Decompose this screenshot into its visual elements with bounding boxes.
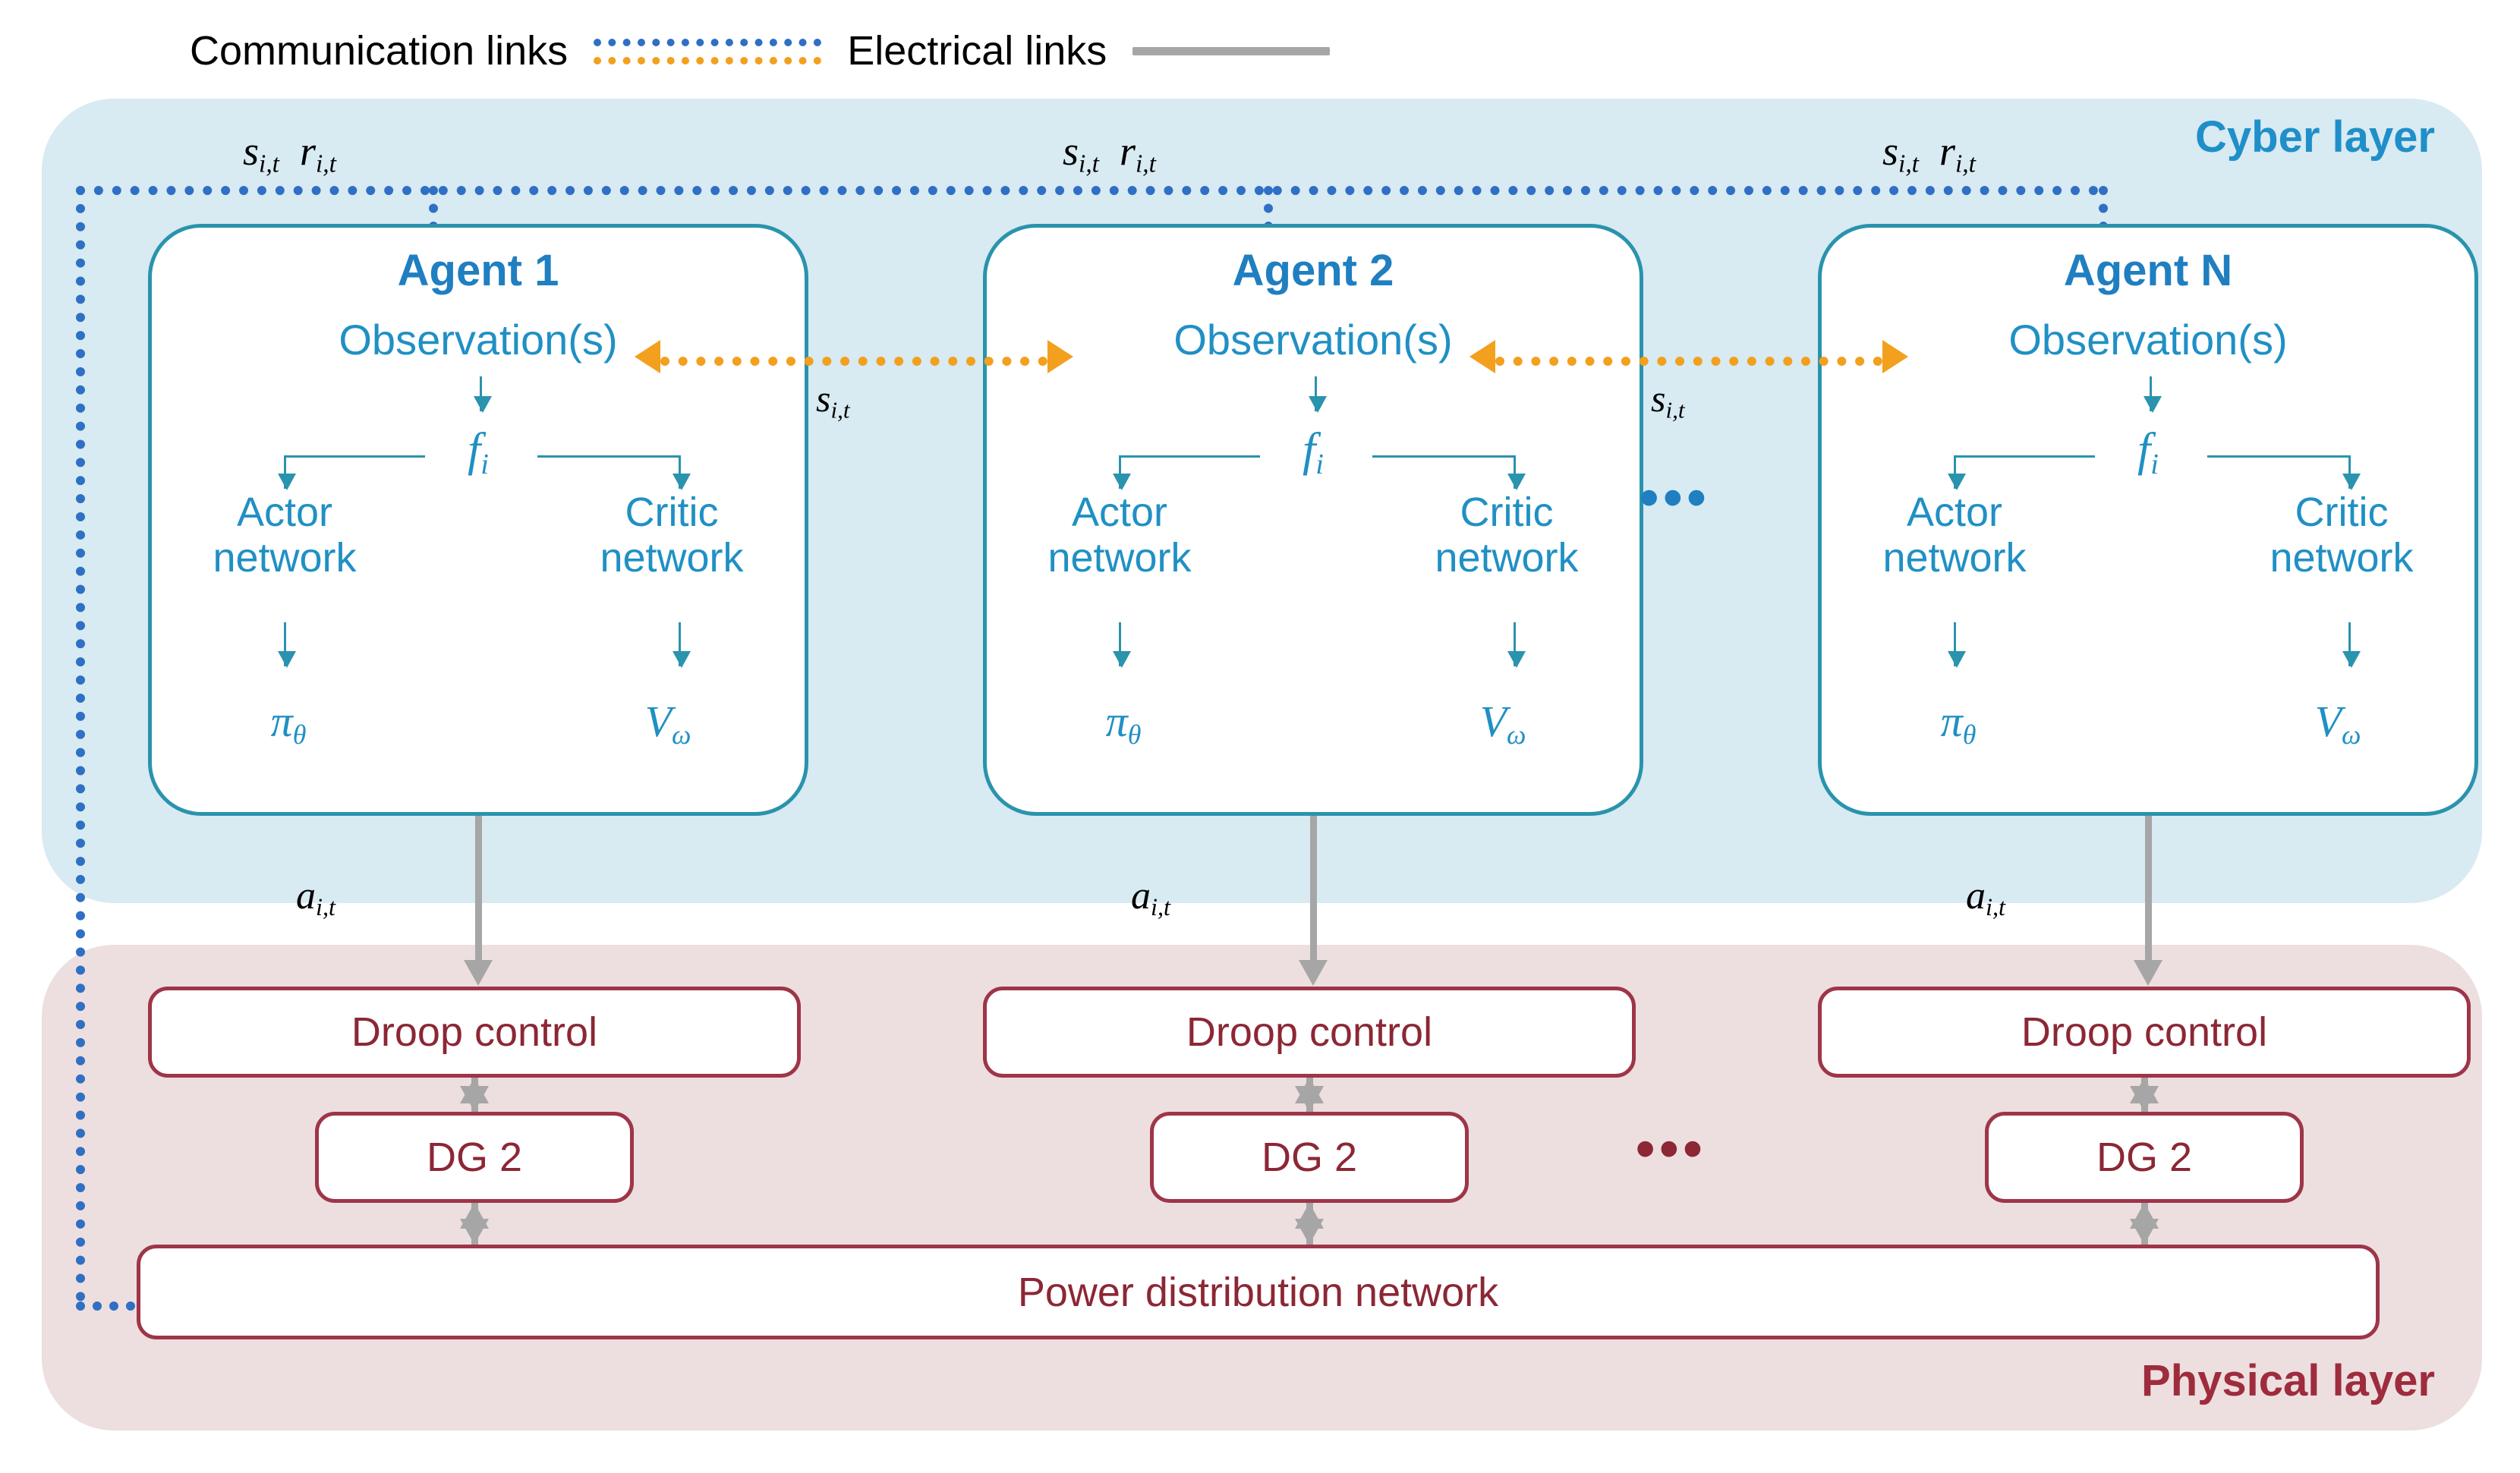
inter-agent-state-label-2: si,t — [1651, 377, 1685, 423]
electrical-link-agent1-to-droop — [475, 816, 482, 960]
agent-1-arrow-actor-to-policy — [278, 622, 296, 668]
agent-2-function-label: fi — [1303, 424, 1324, 480]
inter-agent-link-2-n-arrow-right — [1882, 340, 1908, 373]
agent-2-arrow-obs-to-f — [1309, 376, 1327, 413]
droop-control-box-n[interactable]: Droop control — [1818, 987, 2471, 1078]
inter-agent-link-2-n — [1495, 357, 1882, 366]
agent-1-arrow-to-critic — [673, 455, 691, 490]
legend: Communication links Electrical links — [190, 17, 1708, 85]
agent-1-arrow-to-actor — [278, 455, 296, 490]
link-dgn-pdn-arrow-down — [2130, 1219, 2159, 1245]
inter-agent-link-1-2 — [660, 357, 1047, 366]
agent-2-branch-right — [1372, 455, 1514, 458]
agent-1-arrow-obs-to-f — [474, 376, 492, 413]
agent-2-arrow-to-actor — [1113, 455, 1131, 490]
agent-n-branch-left — [1954, 455, 2095, 458]
agent-n-branch-right — [2207, 455, 2348, 458]
link-droop2-dg2-arrow-down — [1295, 1086, 1324, 1112]
agent-1-branch-right — [537, 455, 679, 458]
action-label-agent-1: ai,t — [296, 874, 335, 921]
agent-2-arrow-critic-to-value — [1507, 622, 1526, 668]
agent-1-title: Agent 1 — [397, 246, 559, 295]
agent-n-title: Agent N — [2063, 246, 2233, 295]
electrical-links-icon — [1132, 46, 1331, 55]
dg-ellipsis: ••• — [1636, 1119, 1707, 1179]
agent-1-arrow-critic-to-value — [673, 622, 691, 668]
agent-n-arrow-obs-to-f — [2144, 376, 2162, 413]
action-label-agent-n: ai,t — [1966, 874, 2005, 921]
agent-2-branch-left — [1119, 455, 1260, 458]
agent-1-observation: Observation(s) — [339, 316, 618, 364]
cyber-layer-title: Cyber layer — [2195, 112, 2435, 162]
agent-2-value-symbol: Vω — [1479, 697, 1526, 751]
agent-1-function-label: fi — [468, 424, 489, 480]
agent-2-policy-symbol: πθ — [1105, 697, 1142, 751]
dg-box-2[interactable]: DG 2 — [1150, 1112, 1469, 1203]
physical-layer-title: Physical layer — [2141, 1356, 2435, 1405]
link-dg1-pdn-arrow-down — [460, 1219, 489, 1245]
state-reward-label-agent-1: si,t ri,t — [243, 128, 336, 178]
link-droop1-dg1-arrow-down — [460, 1086, 489, 1112]
comm-line-orange — [594, 57, 822, 65]
agent-2-observation: Observation(s) — [1173, 316, 1453, 364]
electrical-link-agent2-arrowhead — [1299, 960, 1328, 986]
electrical-link-agent2-to-droop — [1310, 816, 1317, 960]
action-label-agent-2: ai,t — [1131, 874, 1170, 921]
link-dg2-pdn-arrow-down — [1295, 1219, 1324, 1245]
communication-feedback-vertical — [76, 186, 85, 1301]
agent-n-arrow-critic-to-value — [2342, 622, 2361, 668]
agent-n-observation: Observation(s) — [2008, 316, 2288, 364]
agent-1-policy-symbol: πθ — [270, 697, 307, 751]
state-reward-label-agent-2: si,t ri,t — [1063, 128, 1156, 178]
communication-bus-horizontal — [76, 186, 2099, 195]
electrical-link-agent1-arrowhead — [464, 960, 493, 986]
legend-electrical-label: Electrical links — [847, 28, 1107, 74]
agent-n-arrow-to-actor — [1948, 455, 1966, 490]
agents-ellipsis: ••• — [1640, 467, 1711, 528]
agent-2-arrow-to-critic — [1507, 455, 1526, 490]
droop-control-box-2[interactable]: Droop control — [983, 987, 1636, 1078]
legend-communication-label: Communication links — [190, 28, 569, 74]
agent-n-policy-symbol: πθ — [1940, 697, 1977, 751]
link-droopn-dgn-arrow-down — [2130, 1086, 2159, 1112]
agent-1-branch-left — [284, 455, 425, 458]
inter-agent-link-2-n-arrow-left — [1469, 340, 1495, 373]
agent-1-value-symbol: Vω — [644, 697, 691, 751]
dg-box-1[interactable]: DG 2 — [315, 1112, 634, 1203]
agent-n-arrow-to-critic — [2342, 455, 2361, 490]
agent-2-title: Agent 2 — [1232, 246, 1394, 295]
agent-n-arrow-actor-to-policy — [1948, 622, 1966, 668]
comm-line-blue — [594, 39, 822, 46]
inter-agent-link-1-2-arrow-left — [635, 340, 660, 373]
power-distribution-network-box[interactable]: Power distribution network — [137, 1245, 2380, 1339]
agent-n-value-symbol: Vω — [2314, 697, 2361, 751]
electrical-link-agentn-to-droop — [2145, 816, 2152, 960]
communication-links-icon — [594, 34, 822, 68]
dg-box-n[interactable]: DG 2 — [1985, 1112, 2304, 1203]
communication-feedback-horizontal — [76, 1301, 152, 1311]
inter-agent-state-label-1: si,t — [816, 377, 850, 423]
inter-agent-link-1-2-arrow-right — [1047, 340, 1073, 373]
agent-2-arrow-actor-to-policy — [1113, 622, 1131, 668]
droop-control-box-1[interactable]: Droop control — [148, 987, 801, 1078]
electrical-link-agentn-arrowhead — [2134, 960, 2162, 986]
state-reward-label-agent-n: si,t ri,t — [1882, 128, 1976, 178]
agent-n-function-label: fi — [2137, 424, 2159, 480]
